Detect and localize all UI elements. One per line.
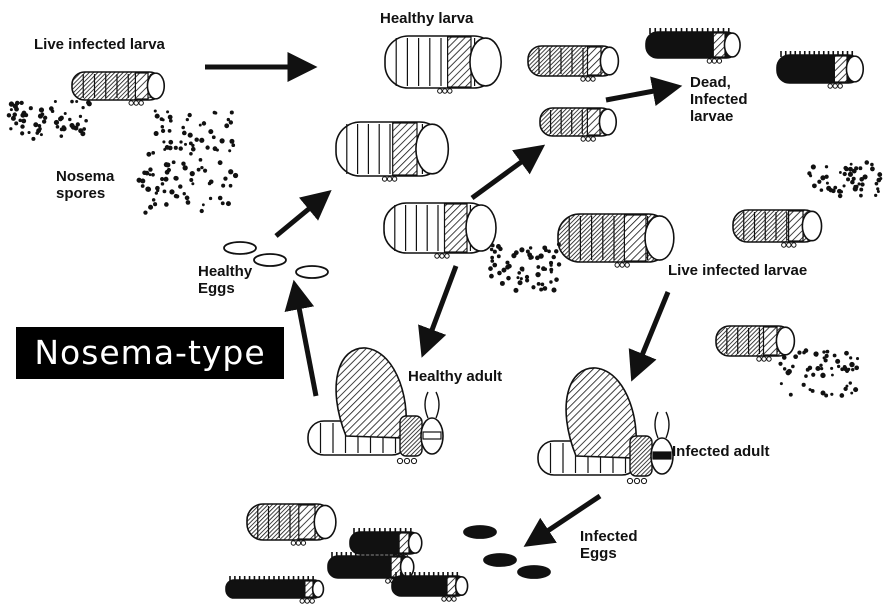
egg-infected-2 <box>484 554 516 566</box>
larva-dead-bottom-3 <box>392 572 468 601</box>
label-healthy-larva: Healthy larva <box>380 10 473 27</box>
spore-cluster-lower-right <box>778 348 859 398</box>
larva-dead-top-1 <box>646 28 740 63</box>
label-nosema-spores: Nosema spores <box>56 168 114 202</box>
larva-infected-right <box>733 210 822 247</box>
larva-infected-top-1 <box>528 46 618 81</box>
adult-healthy <box>308 348 443 464</box>
spore-cluster-center <box>488 242 561 293</box>
egg-healthy-1 <box>224 242 256 254</box>
label-healthy-eggs-line-2: Eggs <box>198 280 252 297</box>
label-infected-eggs: Infected Eggs <box>580 528 638 562</box>
label-dead-infected-larvae: Dead, Infected larvae <box>690 74 748 125</box>
label-dead-infected-larvae-line-1: Dead, <box>690 74 748 91</box>
label-healthy-adult: Healthy adult <box>408 368 502 385</box>
egg-healthy-3 <box>296 266 328 278</box>
larva-healthy-mid-left <box>336 122 448 181</box>
egg-infected-3 <box>518 566 550 578</box>
arrow-adult-to-eggs <box>296 292 316 396</box>
larva-healthy-top <box>385 36 501 93</box>
larva-live-infected-top-left <box>72 72 164 105</box>
label-infected-eggs-line-1: Infected <box>580 528 638 545</box>
larva-infected-center <box>558 214 674 267</box>
larva-healthy-center <box>384 203 496 258</box>
larva-infected-mid-top <box>540 108 616 141</box>
spore-cluster-left <box>7 100 92 141</box>
adult-infected <box>538 368 673 484</box>
arrow-infected-larvae-to-adult <box>636 292 668 370</box>
arrow-infected-to-dead <box>606 88 670 100</box>
label-healthy-eggs-line-1: Healthy <box>198 263 252 280</box>
label-infected-adult: Infected adult <box>672 443 770 460</box>
larva-infected-bottom-1 <box>247 504 336 545</box>
spore-cluster-center-left <box>137 110 239 215</box>
label-dead-infected-larvae-line-2: Infected <box>690 91 748 108</box>
diagram-title-banner: Nosema-type <box>16 327 284 379</box>
label-nosema-spores-line-2: spores <box>56 185 114 202</box>
label-healthy-eggs: Healthy Eggs <box>198 263 252 297</box>
egg-infected-1 <box>464 526 496 538</box>
arrow-larva-to-infected <box>472 152 535 198</box>
label-nosema-spores-line-1: Nosema <box>56 168 114 185</box>
arrow-larva-to-healthy-adult <box>426 266 456 346</box>
larva-infected-lower-right <box>716 326 794 361</box>
larva-dead-bottom-4 <box>226 576 323 603</box>
larva-dead-top-2 <box>777 51 863 88</box>
label-live-infected-larva: Live infected larva <box>34 36 165 53</box>
label-infected-eggs-line-2: Eggs <box>580 545 638 562</box>
spore-cluster-right <box>807 160 882 198</box>
label-live-infected-larvae: Live infected larvae <box>668 262 807 279</box>
egg-healthy-2 <box>254 254 286 266</box>
label-dead-infected-larvae-line-3: larvae <box>690 108 748 125</box>
arrow-eggs-to-larva <box>276 198 322 236</box>
